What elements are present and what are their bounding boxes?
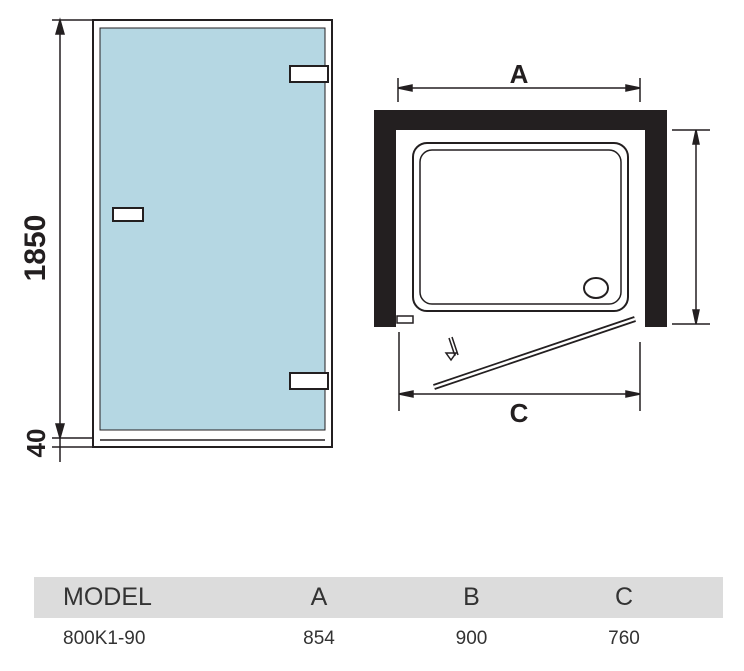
table-row: 800K1-90 854 900 760 <box>34 618 723 659</box>
door-elevation <box>92 19 333 448</box>
base-label: 40 <box>21 429 51 458</box>
dim-c-label: C <box>510 398 529 428</box>
dim-a-label: A <box>510 59 529 89</box>
cell-model: 800K1-90 <box>63 627 146 649</box>
dimension-a <box>397 78 641 102</box>
height-label: 1850 <box>19 215 52 282</box>
header-a: A <box>310 583 328 611</box>
header-b: B <box>463 583 480 611</box>
dimension-b <box>672 129 710 325</box>
cell-b: 900 <box>455 627 488 649</box>
shower-tray <box>412 142 629 312</box>
dimension-c <box>398 332 641 411</box>
swing-arrow-icon <box>444 336 459 362</box>
shower-door-diagram: 1850 40 A C <box>19 17 710 462</box>
header-c: C <box>614 583 634 611</box>
cell-c: 760 <box>608 627 640 649</box>
cell-a: 854 <box>303 627 335 649</box>
hinge-bottom <box>289 372 329 390</box>
header-model: MODEL <box>63 583 152 611</box>
drain <box>583 277 609 299</box>
height-dimension <box>52 17 93 462</box>
door-handle <box>112 207 144 222</box>
enclosure-plan <box>374 110 667 390</box>
dimensions-table: MODEL A B C 800K1-90 854 900 760 <box>34 577 723 659</box>
table-header: MODEL A B C <box>34 577 723 618</box>
hinge-top <box>289 65 329 83</box>
